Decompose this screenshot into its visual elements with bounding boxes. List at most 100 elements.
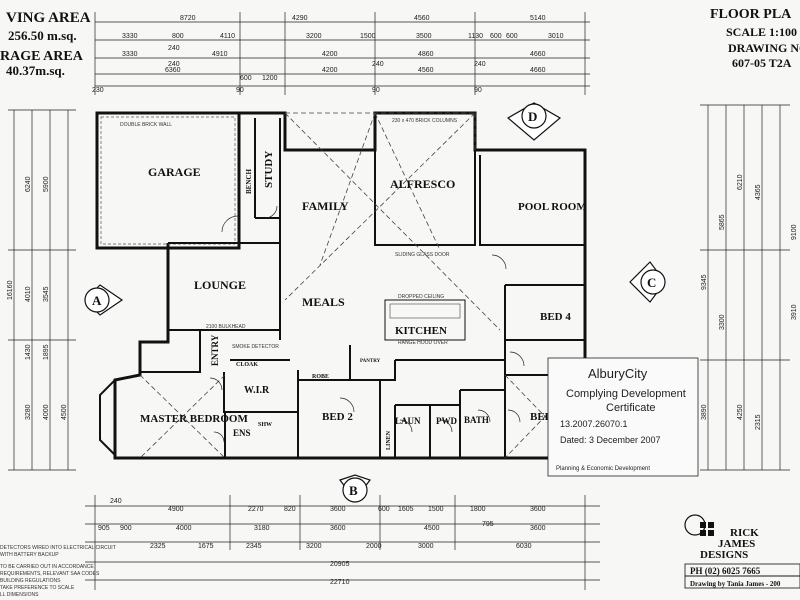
bottom-dim-r3-3: 3200 (306, 543, 322, 550)
left-dim-5: 1430 (25, 344, 32, 360)
note-dropped-ceiling: DROPPED CEILING (398, 294, 444, 300)
bottom-dim-r3-6: 6030 (516, 543, 532, 550)
right-dim-4: 3300 (719, 314, 726, 330)
bottom-dim-r2-3: 3180 (254, 525, 270, 532)
top-dim-r5-7: 240 (474, 61, 486, 68)
room-alfresco: ALFRESCO (390, 177, 455, 191)
right-dim-5: 3890 (701, 404, 708, 420)
bottom-dim-r1-2: 2270 (248, 506, 264, 513)
left-dim-8: 4000 (43, 404, 50, 420)
logo-drawn-by: Drawing by Tania James - 200 (690, 580, 781, 588)
bottom-dim-r3-1: 1675 (198, 543, 214, 550)
top-dim-r5-3: 1200 (262, 75, 278, 82)
left-dim-3: 4010 (25, 286, 32, 302)
top-dim-r4-2: 4200 (322, 67, 338, 74)
room-cloak: CLOAK (236, 362, 258, 368)
room-lounge: LOUNGE (194, 278, 246, 292)
stamp-council: AlburyCity (588, 366, 648, 381)
note-brick-columns: 230 x 470 BRICK COLUMNS (392, 118, 458, 124)
kitchen-sink (389, 303, 461, 319)
left-dim-6: 1895 (43, 344, 50, 360)
note-smoke: SMOKE DETECTOR (232, 344, 279, 350)
room-meals: MEALS (302, 295, 345, 309)
bottom-dim-r1-5: 600 (378, 506, 390, 513)
right-dimension-lines (700, 104, 790, 471)
right-dim-0: 9345 (701, 274, 708, 290)
top-dim-r2-6: 1130 (468, 33, 483, 40)
top-dim-r2-9: 3010 (548, 33, 564, 40)
room-kitchen: KITCHEN (395, 325, 447, 337)
logo-line1: RICK (730, 527, 759, 539)
top-dim-r2-8: 600 (506, 33, 518, 40)
right-dim-9: 9100 (791, 224, 798, 240)
logo-mark (684, 514, 714, 536)
top-dim-r3-5: 4660 (530, 51, 546, 58)
stamp-line2: Certificate (606, 402, 656, 414)
note-bulkhead: 2100 BULKHEAD (206, 324, 246, 330)
section-marker-c: C (629, 261, 666, 303)
bottom-dim-r1-9: 3600 (530, 506, 546, 513)
top-dim-r2-0: 3330 (122, 33, 138, 40)
bottom-dim-r3-5: 3000 (418, 543, 434, 550)
room-ens: ENS (233, 428, 251, 438)
bottom-dim-r1-7: 1500 (428, 506, 444, 513)
room-bed4: BED 4 (540, 311, 571, 323)
marker-a-label: A (92, 293, 102, 308)
top-dim-r1-0: 8720 (180, 15, 196, 22)
top-dim-r5-6: 90 (474, 87, 482, 94)
footnote-4: BUILDING REGULATIONS (0, 578, 61, 584)
top-dim-r2-4: 1500 (360, 33, 376, 40)
left-dim-7: 3280 (25, 404, 32, 420)
room-shw: SHW (258, 422, 272, 428)
bay-window (99, 379, 116, 456)
room-robe: ROBE (312, 374, 329, 380)
bottom-dim-r2-7: 3600 (530, 525, 546, 532)
bottom-dim-r3-4: 2000 (366, 543, 382, 550)
top-dim-r3-0: 3330 (122, 51, 138, 58)
right-dim-8: 2315 (755, 414, 762, 430)
top-dim-r4-4: 4660 (530, 67, 546, 74)
room-laun: LAUN (395, 416, 421, 426)
marker-b-label: B (349, 483, 358, 498)
logo-line3: DESIGNS (700, 549, 748, 561)
room-study: STUDY (263, 151, 275, 188)
top-dim-r4-3: 4560 (418, 67, 434, 74)
room-pantry: PANTRY (360, 359, 381, 364)
bottom-dim-r2-6: 795 (482, 521, 494, 528)
garage-inner-line (100, 116, 236, 245)
bottom-dim-r2-1: 900 (120, 525, 132, 532)
left-dim-2: 5900 (43, 176, 50, 192)
living-area-value: 256.50 m.sq. (8, 28, 77, 43)
top-dim-r4-0: 6360 (165, 67, 181, 74)
section-marker-b: B (339, 474, 371, 503)
marker-d-label: D (528, 109, 537, 124)
top-dim-r2-5: 3500 (416, 33, 432, 40)
top-dim-r3-4: 4860 (418, 51, 434, 58)
bottom-dim-r1-4: 3600 (330, 506, 346, 513)
right-dim-1: 5865 (719, 214, 726, 230)
room-pool: POOL ROOM (518, 201, 587, 213)
top-dim-r2-7: 600 (490, 33, 502, 40)
room-bench: BENCH (245, 169, 253, 194)
top-dim-r4-1: 240 (168, 61, 180, 68)
room-bath: BATH (464, 415, 489, 425)
drawing-no: 607-05 T2A (732, 56, 792, 70)
drawing-scale: SCALE 1:100 (726, 25, 797, 39)
left-dim-9: 4500 (61, 404, 68, 420)
top-dim-r2-2: 4110 (220, 33, 235, 40)
room-master: MASTER BEDROOM (140, 413, 248, 425)
top-dim-r5-0: 230 (92, 87, 104, 94)
top-dim-r2-1: 800 (172, 33, 184, 40)
top-dim-r1-2: 4560 (414, 15, 430, 22)
stamp-line1: Complying Development (566, 388, 686, 400)
stamp-dept: Planning & Economic Development (556, 466, 650, 472)
room-pwd: PWD (436, 416, 457, 426)
top-dim-r5-2: 600 (240, 75, 252, 82)
room-linen: LINEN (386, 430, 392, 450)
top-dim-r2-3: 3200 (306, 33, 322, 40)
bottom-dim-r2-0: 905 (98, 525, 110, 532)
bottom-dim-r1-0: 240 (110, 498, 122, 505)
right-dim-6: 4250 (737, 404, 744, 420)
right-dim-7: 3910 (791, 304, 798, 320)
room-family: FAMILY (302, 199, 349, 213)
